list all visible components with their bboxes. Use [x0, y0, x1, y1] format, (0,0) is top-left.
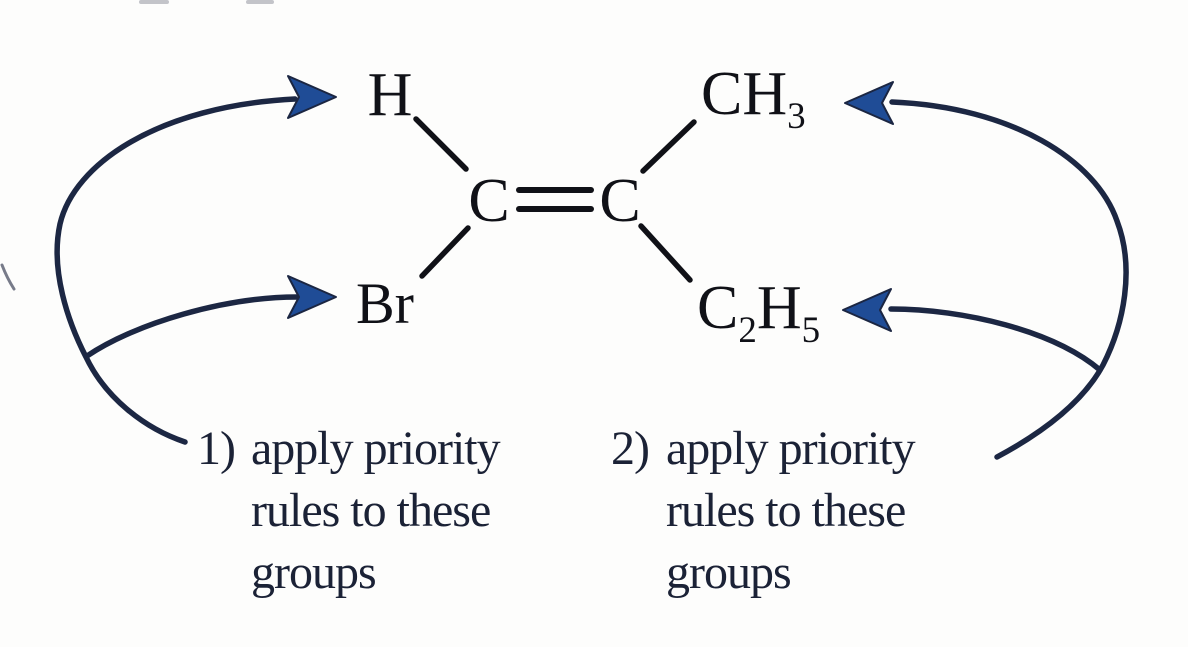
note-1-number: 1): [197, 422, 236, 475]
arrowhead-left-icon: [842, 288, 892, 332]
arrowhead-left-icon: [844, 81, 894, 125]
note-1-text: apply priority rules to these groups: [251, 418, 501, 604]
ethyl-h-subscript: 5: [801, 310, 821, 351]
atom-label-carbon-right: C: [599, 167, 641, 235]
note-2-text: apply priority rules to these groups: [666, 418, 916, 604]
curved-arrow-to-hydrogen: [54, 96, 298, 445]
atom-label-carbon-left: C: [468, 167, 510, 235]
ethyl-c-subscript: 2: [738, 310, 757, 351]
arrowhead-right-icon: [287, 75, 337, 119]
arrowheads: [287, 75, 894, 332]
note-2-line-2: rules to these: [666, 484, 906, 537]
curved-arrow-to-ethyl: [888, 306, 1103, 373]
cropped-text-remnant: [139, 0, 169, 4]
bond-hydrogen-carbon: [413, 116, 469, 172]
note-1-line-2: rules to these: [251, 484, 491, 537]
note-1-line-1: apply priority: [251, 422, 501, 475]
atom-label-hydrogen: H: [367, 61, 413, 129]
note-2-line-3: groups: [666, 546, 792, 599]
cropped-text-remnant: [246, 0, 274, 4]
group-label-methyl: CH3: [701, 63, 806, 135]
atom-label-bromine: Br: [356, 271, 414, 336]
methyl-subscript: 3: [787, 96, 806, 137]
curved-arrow-to-methyl: [889, 99, 1129, 460]
ethyl-c-text: C: [697, 274, 739, 342]
bond-carbon-bromine: [419, 225, 471, 279]
priority-arrows: [54, 96, 1129, 460]
note-1-line-3: groups: [251, 546, 377, 599]
bond-carbon-methyl: [640, 119, 697, 174]
arrowhead-right-icon: [287, 275, 337, 319]
note-2-line-1: apply priority: [666, 422, 916, 475]
methyl-base-text: CH: [701, 60, 788, 128]
bond-lines: [413, 116, 697, 283]
curved-arrow-to-bromine: [84, 294, 300, 359]
group-label-ethyl: C2H5: [697, 277, 820, 349]
page-edge-artifact: [0, 263, 16, 291]
ethyl-h-text: H: [756, 274, 802, 342]
note-2-number: 2): [611, 422, 650, 475]
bond-carbon-ethyl: [638, 223, 693, 283]
